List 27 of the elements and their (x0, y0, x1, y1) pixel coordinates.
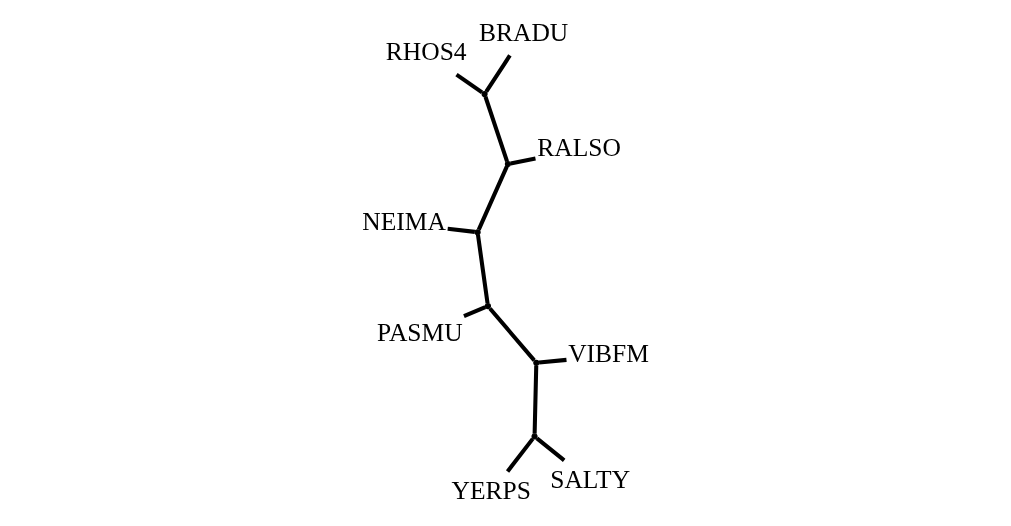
node-point (481, 90, 488, 97)
connector (483, 95, 509, 162)
node-text: YERPS (451, 475, 531, 505)
connector (484, 53, 512, 93)
node-text: VIBFM (568, 338, 649, 368)
node-text: RALSO (537, 132, 621, 162)
node-point (504, 160, 511, 167)
connector (538, 357, 567, 365)
connector (463, 304, 487, 318)
connector (510, 156, 536, 165)
node-text: PASMU (377, 317, 463, 347)
node-text: BRADU (478, 17, 569, 47)
connector (535, 436, 566, 462)
node-text: SALTY (550, 464, 631, 494)
node-text: RHOS4 (385, 36, 467, 66)
connector (447, 226, 476, 234)
connector (475, 233, 490, 304)
node-point (533, 359, 540, 366)
connector (488, 306, 536, 362)
node-text: NEIMA (362, 206, 446, 236)
node-point (484, 302, 491, 309)
connector (505, 437, 535, 473)
connector (532, 365, 539, 434)
node-point (474, 228, 481, 235)
connector (455, 72, 484, 94)
node-point (531, 432, 538, 440)
connector (476, 165, 509, 230)
